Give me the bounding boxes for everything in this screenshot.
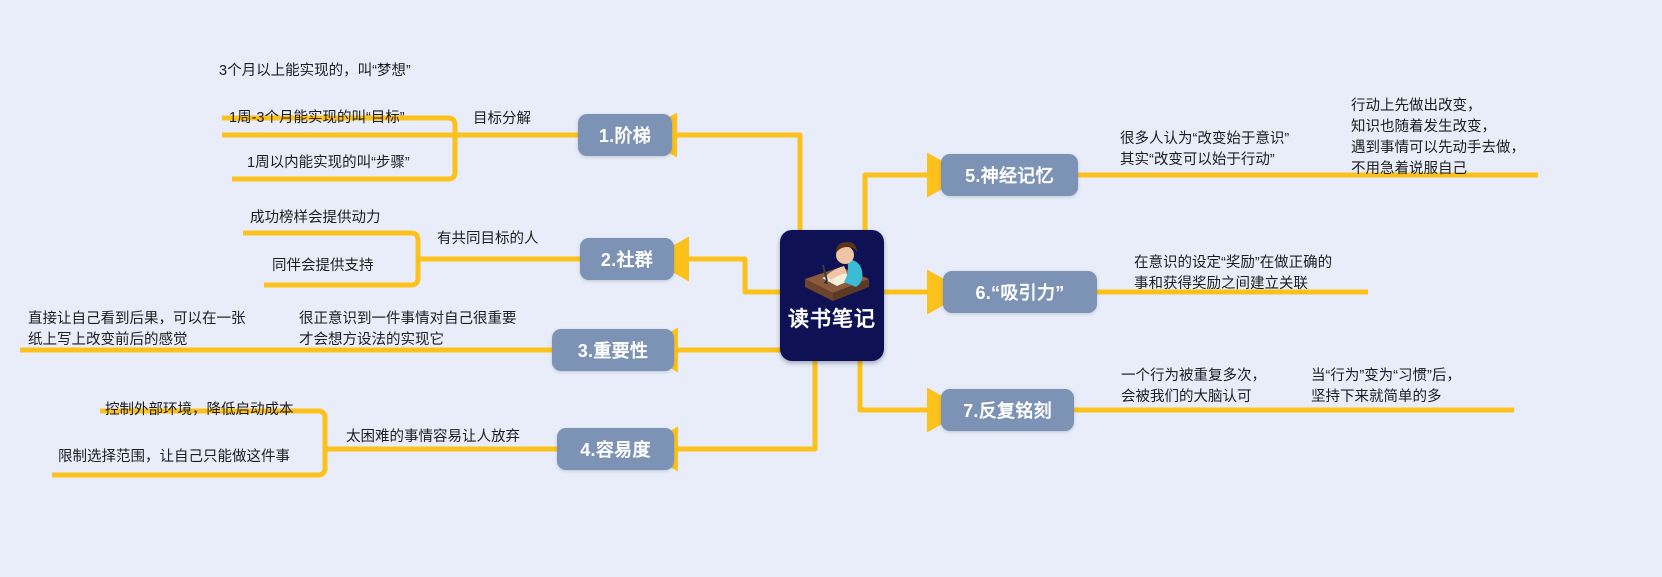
branch-5-item-0: 行动上先做出改变， 知识也随着发生改变， 遇到事情可以先动手去做， 不用急着说服… <box>1351 98 1525 178</box>
branch-2-connector-label: 有共同目标的人 <box>437 231 539 247</box>
branch-node-4-label: 4.容易度 <box>580 440 651 460</box>
branch-node-7[interactable]: 7.反复铭刻 <box>941 389 1074 431</box>
branch-4-connector-label: 太困难的事情容易让人放弃 <box>346 429 520 445</box>
branch-5-connector-label: 很多人认为“改变始于意识” 其实“改变可以始于行动” <box>1120 131 1290 169</box>
branch-2-item-0: 成功榜样会提供动力 <box>250 210 381 226</box>
branch-node-1[interactable]: 1.阶梯 <box>578 114 672 156</box>
center-node-label: 读书笔记 <box>788 308 876 331</box>
branch-node-2-label: 2.社群 <box>600 250 654 270</box>
branch-4-item-0: 控制外部环境，降低启动成本 <box>105 402 294 418</box>
branch-4-item-1: 限制选择范围，让自己只能做这件事 <box>58 449 290 465</box>
branch-node-6[interactable]: 6.“吸引力” <box>943 271 1097 313</box>
branch-1-item-1: 1周-3个月能实现的叫“目标” <box>229 110 405 126</box>
branch-6-connector-label: 在意识的设定“奖励”在做正确的 事和获得奖励之间建立关联 <box>1134 255 1333 293</box>
branch-3-item-0: 直接让自己看到后果，可以在一张 纸上写上改变前后的感觉 <box>28 311 246 349</box>
branch-node-3-label: 3.重要性 <box>577 341 649 361</box>
branch-1-item-0: 3个月以上能实现的，叫“梦想” <box>219 63 411 79</box>
branch-node-1-label: 1.阶梯 <box>598 126 652 146</box>
branch-1-item-2: 1周以内能实现的叫“步骤” <box>247 155 410 171</box>
branch-node-3[interactable]: 3.重要性 <box>552 329 674 371</box>
person-writing-at-desk-icon <box>805 242 869 301</box>
branch-node-4[interactable]: 4.容易度 <box>557 428 674 470</box>
branch-node-7-label: 7.反复铭刻 <box>963 401 1052 421</box>
branch-node-2[interactable]: 2.社群 <box>580 238 674 280</box>
branch-1-connector-label: 目标分解 <box>473 111 531 127</box>
branch-node-5[interactable]: 5.神经记忆 <box>941 154 1078 196</box>
branch-2-item-1: 同伴会提供支持 <box>272 258 374 274</box>
branch-node-6-label: 6.“吸引力” <box>975 283 1065 303</box>
branch-7-connector-label: 一个行为被重复多次， 会被我们的大脑认可 <box>1121 368 1266 406</box>
center-node[interactable]: 读书笔记 <box>780 230 884 361</box>
branch-3-connector-label: 很正意识到一件事情对自己很重要 才会想方设法的实现它 <box>299 311 517 349</box>
branch-node-5-label: 5.神经记忆 <box>965 166 1054 186</box>
branch-7-item-0: 当“行为”变为“习惯”后， 坚持下来就简单的多 <box>1311 368 1461 406</box>
